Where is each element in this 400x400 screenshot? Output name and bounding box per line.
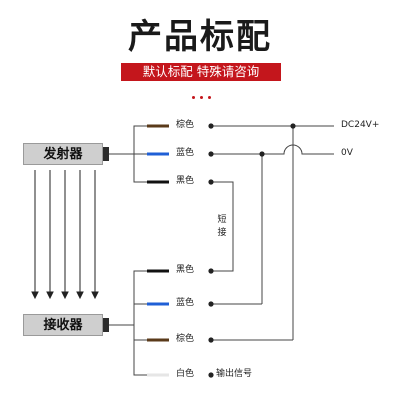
junction-emitter-blue [208,151,214,157]
short-label-2: 接 [217,228,227,238]
emitter-blue-label: 蓝色 [176,148,195,158]
receiver-white-label: 白色 [176,369,195,379]
output-signal-label: 输出信号 [216,369,253,379]
emitter-brown-label: 棕色 [176,120,195,130]
junction-receiver-brown [208,337,214,343]
junction-emitter-brown [208,123,214,129]
receiver-box: 接收器 [23,314,103,336]
junction-emitter-black [208,179,214,185]
decorative-dots [192,96,212,100]
banner-left-text: 默认标配 [142,64,193,79]
junction-receiver-white [208,372,214,378]
ov-label: 0V [341,148,353,158]
junction-ov [259,151,265,157]
receiver-connector [103,318,109,332]
ov-rail [211,144,334,155]
banner-right-text: 特殊请咨询 [196,64,260,79]
standard-config-banner: 默认标配 特殊请咨询 [121,63,281,81]
short-label-1: 短 [217,215,227,225]
emitter-black-label: 黑色 [176,176,195,186]
junction-receiver-blue [208,301,214,307]
page-title: 产品标配 [128,17,272,57]
receiver-brown-label: 棕色 [176,334,195,344]
junction-dc24v [290,123,296,129]
dc24v-label: DC24V+ [341,120,380,130]
emitter-box: 发射器 [23,143,103,165]
emitter-connector [103,147,109,161]
receiver-black-label: 黑色 [176,265,195,275]
receiver-fan [133,270,147,376]
junction-receiver-black [208,268,214,274]
short-link [211,181,234,272]
receiver-blue-label: 蓝色 [176,298,195,308]
